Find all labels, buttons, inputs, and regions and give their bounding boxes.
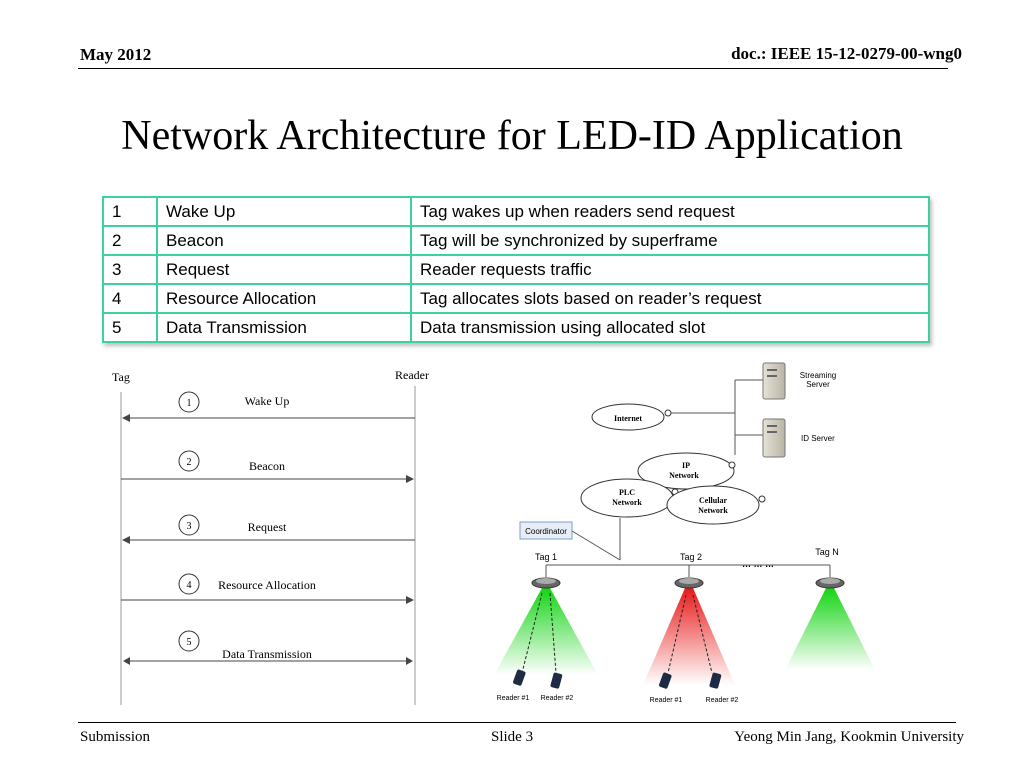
coordinator-box xyxy=(519,521,573,540)
internet-node-icon xyxy=(664,409,672,417)
reader-label: Reader #1 xyxy=(497,695,530,702)
phone-icon xyxy=(550,672,563,689)
reader-link-dashed xyxy=(667,594,687,674)
table-row: 5 Data Transmission Data transmission us… xyxy=(102,312,930,343)
step-number-circle xyxy=(178,514,200,536)
table-cell-name: Wake Up xyxy=(156,196,412,227)
tag-lifeline-label: Tag xyxy=(112,370,130,384)
coordinator-link xyxy=(571,530,621,561)
table-cell-name: Request xyxy=(156,254,412,285)
header-doc-id: doc.: IEEE 15-12-0279-00-wng0 xyxy=(731,44,962,63)
table-cell-num: 3 xyxy=(102,254,158,285)
internet-cloud xyxy=(591,403,665,431)
footer-slide-number: Slide 3 xyxy=(491,729,534,745)
step-label: Wake Up xyxy=(245,394,290,408)
ellipsis: … … … xyxy=(742,559,774,569)
sequence-diagram: Tag Reader 1 Wake Up 2 Beacon 3 Request … xyxy=(112,368,429,705)
tag1-label: Tag 1 xyxy=(535,552,557,562)
reader-lifeline-label: Reader xyxy=(395,368,429,382)
tagn-light-beam xyxy=(785,588,875,670)
led-lamp-icon xyxy=(815,577,845,589)
ip-network-cloud xyxy=(637,452,735,490)
plc-network-label: Network xyxy=(612,498,642,507)
ip-network-label: Network xyxy=(669,471,699,480)
streaming-server-icon xyxy=(762,362,786,400)
step-number: 1 xyxy=(187,398,192,409)
step-label: Data Transmission xyxy=(222,647,312,661)
step-number-circle xyxy=(178,573,200,595)
table-cell-desc: Tag will be synchronized by superframe xyxy=(410,225,930,256)
cellular-network-label: Cellular xyxy=(699,496,727,505)
table-row: 1 Wake Up Tag wakes up when readers send… xyxy=(102,196,930,227)
header-divider xyxy=(78,68,948,69)
reader-label: Reader #1 xyxy=(650,697,683,704)
cellular-network-label: Network xyxy=(698,506,728,515)
phone-icon xyxy=(659,672,672,689)
id-server-label: ID Server xyxy=(801,434,835,443)
arrowhead-left xyxy=(123,657,130,665)
table-row: 2 Beacon Tag will be synchronized by sup… xyxy=(102,225,930,256)
table-cell-name: Data Transmission xyxy=(156,312,412,343)
ip-network-label: IP xyxy=(682,461,690,470)
streaming-server-label: Streaming xyxy=(800,371,836,380)
internet-label: Internet xyxy=(614,414,642,423)
table-cell-num: 1 xyxy=(102,196,158,227)
slide-title: Network Architecture for LED-ID Applicat… xyxy=(121,113,903,159)
reader-label: Reader #2 xyxy=(541,695,574,702)
step-number-circle xyxy=(178,630,200,652)
table-cell-num: 2 xyxy=(102,225,158,256)
tag1-light-beam xyxy=(494,588,598,675)
cellular-network-cloud xyxy=(666,485,760,525)
ip-node-icon xyxy=(728,461,736,469)
cellular-node-icon xyxy=(758,495,766,503)
table-cell-name: Beacon xyxy=(156,225,412,256)
table-cell-desc: Tag allocates slots based on reader’s re… xyxy=(410,283,930,314)
table-row: 4 Resource Allocation Tag allocates slot… xyxy=(102,283,930,314)
footer-divider xyxy=(78,722,956,723)
reader-label: Reader #2 xyxy=(706,697,739,704)
reader-link-dashed xyxy=(549,592,557,674)
footer-left: Submission xyxy=(80,729,151,745)
step-label: Request xyxy=(248,520,287,534)
step-number: 2 xyxy=(187,457,192,468)
step-number: 3 xyxy=(187,521,192,532)
table-cell-name: Resource Allocation xyxy=(156,283,412,314)
arrowhead-right xyxy=(406,657,413,665)
led-lamp-icon xyxy=(531,577,561,589)
phone-icon xyxy=(513,669,526,686)
step-number: 5 xyxy=(187,637,192,648)
step-label: Beacon xyxy=(249,459,285,473)
header-date: May 2012 xyxy=(80,45,152,64)
footer-author: Yeong Min Jang, Kookmin University xyxy=(734,729,964,745)
step-number: 4 xyxy=(187,580,192,591)
tagn-label: Tag N xyxy=(815,547,839,557)
streaming-server-label: Server xyxy=(806,380,830,389)
step-number-circle xyxy=(178,391,200,413)
table-cell-num: 5 xyxy=(102,312,158,343)
table-cell-desc: Reader requests traffic xyxy=(410,254,930,285)
step-number-circle xyxy=(178,450,200,472)
led-lamp-icon xyxy=(674,577,704,589)
table-cell-num: 4 xyxy=(102,283,158,314)
reader-link-dashed xyxy=(521,592,543,674)
table-cell-desc: Data transmission using allocated slot xyxy=(410,312,930,343)
reader-link-dashed xyxy=(692,594,713,674)
tag2-label: Tag 2 xyxy=(680,552,702,562)
phone-icon xyxy=(709,672,722,689)
plc-network-label: PLC xyxy=(619,488,635,497)
steps-table: 1 Wake Up Tag wakes up when readers send… xyxy=(102,196,930,343)
table-cell-desc: Tag wakes up when readers send request xyxy=(410,196,930,227)
id-server-icon xyxy=(762,418,786,458)
step-label: Resource Allocation xyxy=(218,578,316,592)
table-row: 3 Request Reader requests traffic xyxy=(102,254,930,285)
coordinator-label: Coordinator xyxy=(525,527,567,536)
network-diagram: Streaming Server ID Server Internet IP N… xyxy=(494,362,875,704)
tag2-light-beam xyxy=(643,588,735,685)
